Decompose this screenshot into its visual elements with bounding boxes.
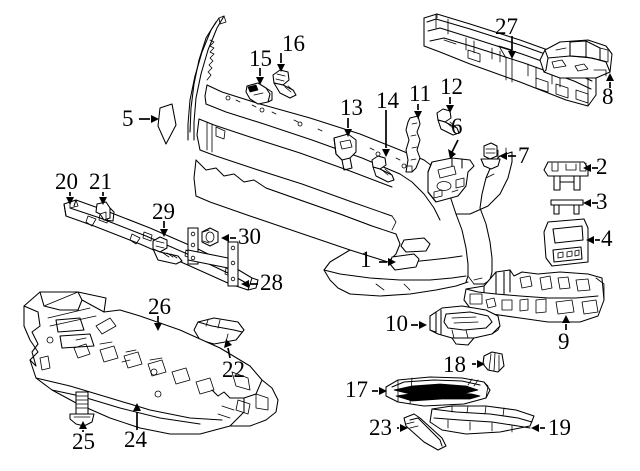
part-23-corner-trim-wedge — [403, 413, 447, 451]
part-19-lower-molding-trim — [429, 405, 535, 435]
part-8-energy-absorber-bracket — [539, 39, 613, 79]
callout-label-22[interactable]: 22 — [222, 357, 245, 382]
callout-label-28[interactable]: 28 — [260, 270, 283, 295]
part-22-air-deflector-strip — [193, 317, 245, 345]
callout-label-13[interactable]: 13 — [340, 95, 363, 120]
part-14-hex-bolt-small — [371, 155, 395, 183]
part-30-bracket-nut — [201, 227, 219, 247]
leader-lines — [66, 36, 614, 432]
part-29-bracket-bolt — [152, 236, 183, 265]
callout-label-4[interactable]: 4 — [601, 226, 613, 251]
callout-label-27[interactable]: 27 — [495, 14, 518, 39]
part-15-upper-retainer-clip — [245, 82, 273, 105]
callout-label-17[interactable]: 17 — [345, 377, 368, 402]
callout-label-16[interactable]: 16 — [282, 31, 305, 56]
part-25-shield-bolt — [69, 391, 95, 427]
part-12-hex-bolt — [436, 108, 460, 136]
part-3-small-clip — [550, 199, 584, 215]
callout-label-1[interactable]: 1 — [360, 247, 372, 272]
callout-label-8[interactable]: 8 — [602, 84, 614, 109]
callout-label-30[interactable]: 30 — [238, 224, 261, 249]
part-11-guide-rail-strip — [405, 115, 421, 173]
part-bumper-cover-main — [187, 15, 513, 297]
callout-label-21[interactable]: 21 — [89, 169, 112, 194]
callout-label-10[interactable]: 10 — [385, 311, 408, 336]
callout-label-5[interactable]: 5 — [122, 106, 134, 131]
callout-label-20[interactable]: 20 — [55, 169, 78, 194]
part-16-hex-flange-bolt — [272, 69, 297, 99]
part-13-side-mounting-bracket — [333, 133, 357, 171]
callout-label-7[interactable]: 7 — [518, 143, 530, 168]
callout-label-2[interactable]: 2 — [596, 154, 608, 179]
part-10-fog-lamp-bezel — [429, 305, 501, 346]
part-7-hex-flange-bolt — [480, 142, 501, 170]
part-27-bumper-impact-bar — [423, 13, 597, 107]
part-5-side-filler-panel — [157, 103, 177, 145]
callout-label-23[interactable]: 23 — [369, 415, 392, 440]
callout-label-15[interactable]: 15 — [249, 46, 272, 71]
callout-label-26[interactable]: 26 — [148, 294, 171, 319]
part-17-lower-grille-insert — [385, 376, 491, 407]
callout-label-25[interactable]: 25 — [72, 429, 95, 454]
callout-label-24[interactable]: 24 — [124, 427, 147, 452]
callout-label-18[interactable]: 18 — [443, 352, 466, 377]
part-4-tow-eye-cover — [543, 218, 589, 267]
callout-label-11[interactable]: 11 — [409, 81, 432, 106]
part-21-valance-clip — [95, 201, 115, 222]
callout-label-9[interactable]: 9 — [558, 329, 570, 354]
part-28-license-plate-bracket — [187, 227, 239, 287]
callout-label-19[interactable]: 19 — [548, 415, 571, 440]
part-18-grommet-nut — [482, 351, 505, 373]
callout-label-6[interactable]: 6 — [451, 114, 463, 139]
callout-label-29[interactable]: 29 — [152, 199, 175, 224]
part-6-bumper-side-bracket — [427, 157, 475, 203]
part-2-bumper-cover-clip-retainer — [543, 161, 589, 191]
callout-label-3[interactable]: 3 — [596, 189, 608, 214]
callout-label-12[interactable]: 12 — [440, 74, 463, 99]
callout-label-14[interactable]: 14 — [376, 88, 399, 113]
